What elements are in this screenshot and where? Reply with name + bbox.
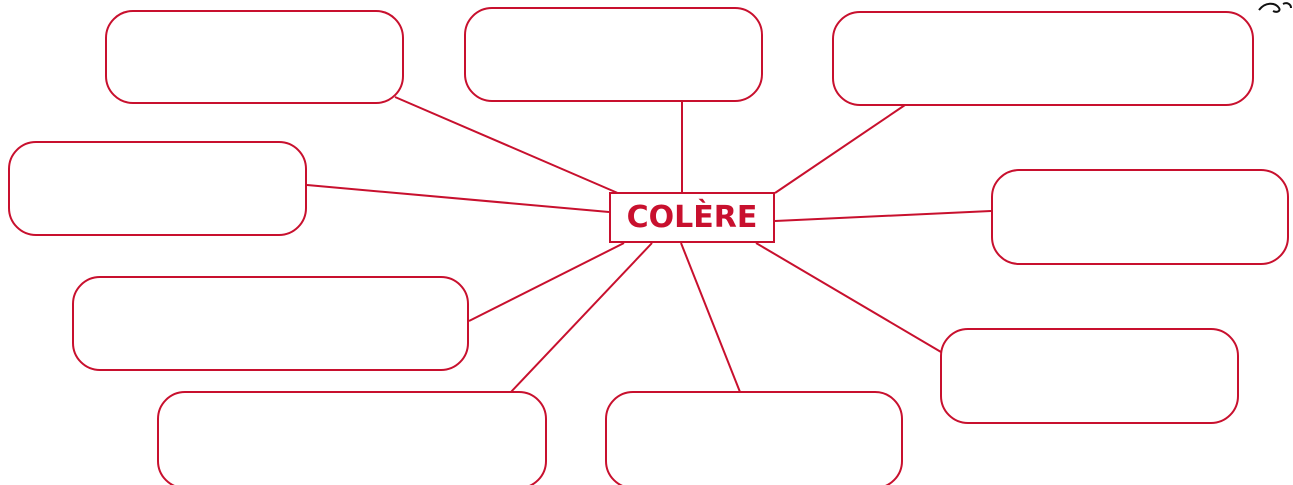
- connector-mid-left: [306, 184, 610, 213]
- central-concept-box: COLÈRE: [609, 192, 775, 243]
- answer-box-lower-right[interactable]: [940, 328, 1239, 424]
- central-concept-label: COLÈRE: [626, 199, 758, 235]
- answer-box-bottom-left[interactable]: [157, 391, 547, 485]
- connector-bottom-center: [680, 242, 741, 393]
- connector-top-left: [394, 96, 621, 195]
- answer-box-lower-left[interactable]: [72, 276, 469, 371]
- answer-box-top-center[interactable]: [464, 7, 763, 102]
- connector-mid-right: [774, 210, 992, 222]
- answer-box-top-right[interactable]: [832, 11, 1254, 106]
- corner-decoration-icon: [1258, 2, 1292, 13]
- answer-box-top-left[interactable]: [105, 10, 404, 104]
- answer-box-bottom-center[interactable]: [605, 391, 903, 485]
- connector-top-right: [774, 104, 906, 194]
- answer-box-mid-right[interactable]: [991, 169, 1289, 265]
- connector-lower-right: [755, 242, 942, 353]
- connector-lower-left: [468, 242, 625, 322]
- answer-box-mid-left[interactable]: [8, 141, 307, 236]
- connector-bottom-left: [509, 242, 653, 394]
